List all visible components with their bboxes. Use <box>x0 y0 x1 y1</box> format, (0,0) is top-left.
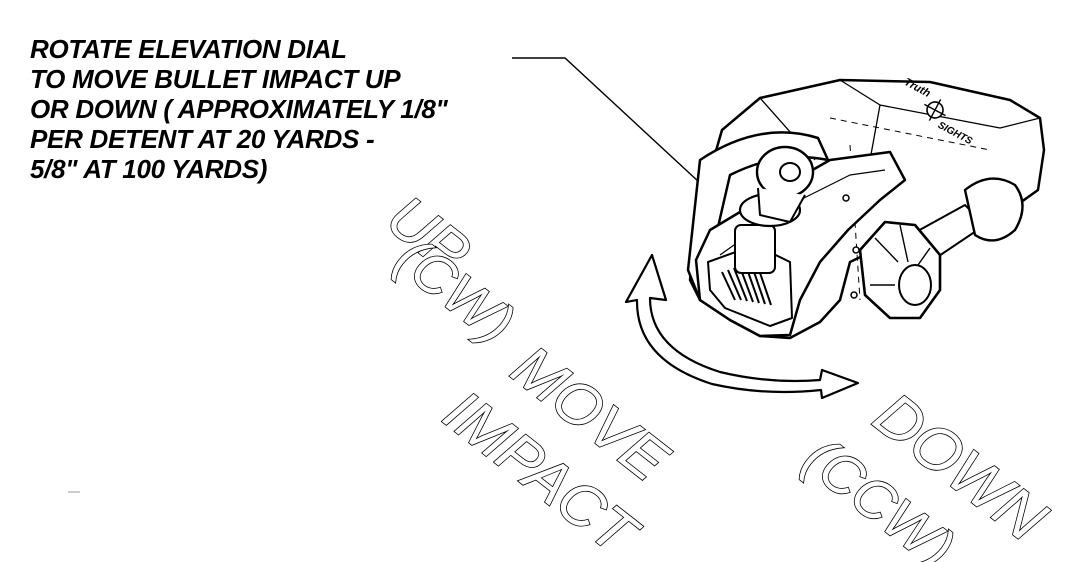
rotation-arrow <box>624 253 860 400</box>
dial-post <box>757 187 806 223</box>
instruction-line-1: ROTATE ELEVATION DIAL <box>30 34 347 64</box>
leader-line <box>512 57 741 221</box>
instruction-line-5: 5/8" AT 100 YARDS) <box>30 154 268 184</box>
mount-screw-1 <box>842 194 850 202</box>
instruction-line-2: TO MOVE BULLET IMPACT UP <box>30 64 401 94</box>
elevation-spring <box>721 265 772 306</box>
windage-knob-rear <box>963 177 1024 242</box>
windage-knob-face <box>898 264 932 306</box>
instruction-line-3: OR DOWN ( APPROXIMATELY 1/8" <box>30 94 448 124</box>
mount-screw-3 <box>850 291 858 299</box>
instruction-line-4: PER DETENT AT 20 YARDS - <box>30 124 375 154</box>
rotation-arc <box>624 253 860 400</box>
windage-knob-flutes <box>870 224 931 286</box>
elevation-screw <box>734 224 776 274</box>
elevation-dial-center <box>779 162 801 182</box>
rear-sight-device: Truth SIGHTS <box>686 76 1046 340</box>
instruction-caption: ROTATE ELEVATION DIAL TO MOVE BULLET IMP… <box>30 34 470 184</box>
mount-screw-2 <box>852 246 860 254</box>
